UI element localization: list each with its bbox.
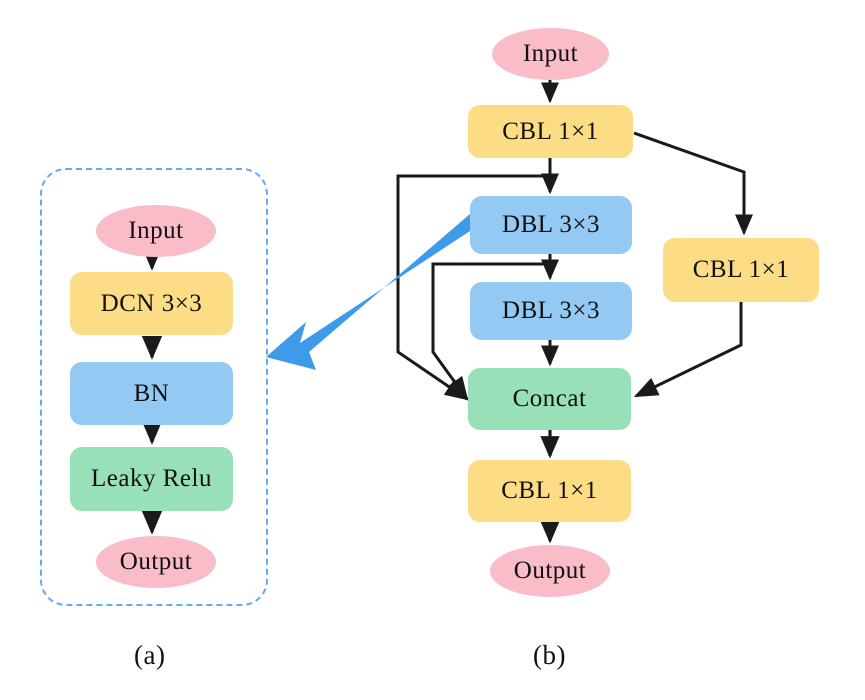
node-label: DBL 3×3 [502, 297, 600, 324]
node-label: CBL 1×1 [692, 256, 790, 283]
node-b-cbl-side: CBL 1×1 [663, 238, 819, 302]
node-b-output: Output [490, 545, 610, 597]
zoom-highlight-arrow [266, 214, 470, 370]
node-b-concat: Concat [468, 368, 631, 430]
node-label: Output [119, 548, 193, 575]
node-a-input: Input [96, 205, 216, 257]
node-label: CBL 1×1 [502, 117, 599, 145]
node-a-bn: BN [70, 362, 233, 425]
node-label: Input [128, 217, 184, 244]
node-label: DCN 3×3 [100, 289, 203, 317]
node-label: Output [513, 557, 587, 584]
edge-b-cbl-side-to-concat [633, 302, 743, 398]
node-b-dbl1: DBL 3×3 [470, 196, 632, 254]
panel-a-dashed-group [40, 168, 268, 606]
node-b-dbl2: DBL 3×3 [470, 282, 632, 340]
node-b-cbl1: CBL 1×1 [468, 105, 633, 158]
node-b-input: Input [492, 28, 609, 80]
node-a-dcn: DCN 3×3 [70, 272, 233, 335]
node-label: BN [133, 379, 170, 407]
node-b-cbl2: CBL 1×1 [468, 460, 631, 522]
node-label: DBL 3×3 [502, 211, 600, 238]
node-label: Input [522, 40, 579, 67]
node-label: CBL 1×1 [501, 477, 598, 504]
edge-b-cbl1-to-cbl-side [633, 131, 753, 236]
node-label: Leaky Relu [91, 465, 212, 492]
node-label: Concat [512, 385, 587, 412]
caption-b: (b) [533, 640, 566, 670]
node-a-relu: Leaky Relu [70, 447, 233, 511]
node-a-output: Output [96, 536, 216, 588]
caption-a: (a) [134, 640, 166, 670]
